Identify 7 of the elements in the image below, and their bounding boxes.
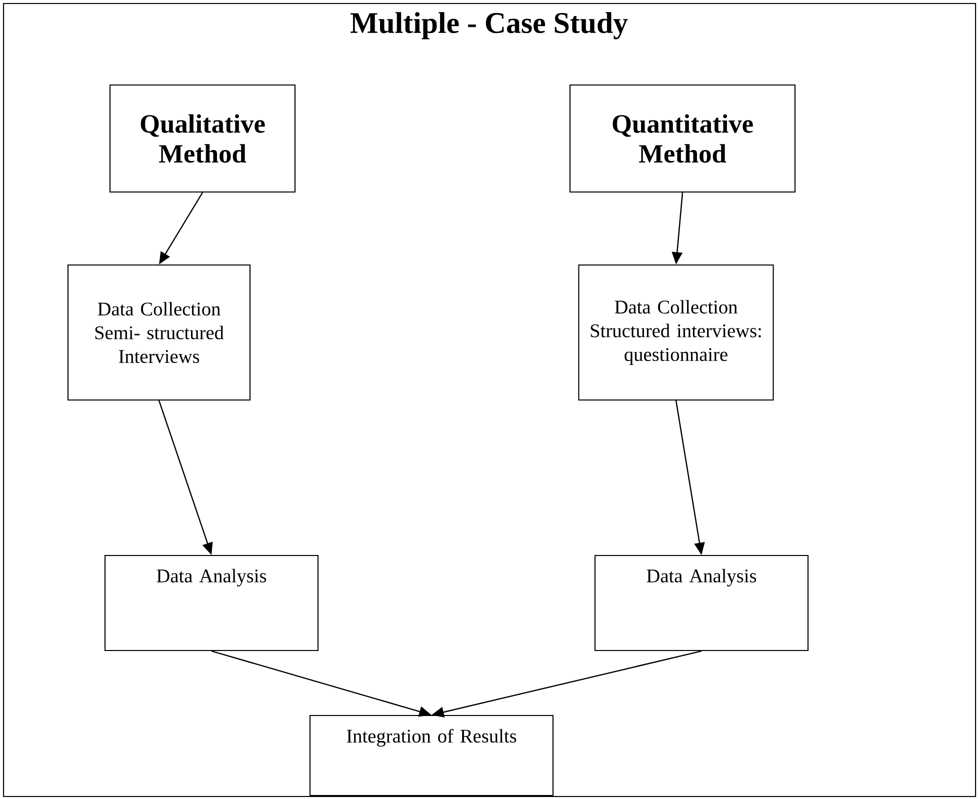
process-box: Data Collection Semi- structured Interviews: [67, 264, 251, 401]
process-box: Data Analysis: [594, 555, 809, 652]
process-box: Data Collection Structured interviews: questionnaire: [578, 264, 774, 401]
method-box: Qualitative Method: [109, 84, 296, 193]
process-box: Data Analysis: [104, 555, 319, 652]
method-box: Quantitative Method: [569, 84, 796, 193]
process-box: Integration of Results: [309, 715, 554, 796]
